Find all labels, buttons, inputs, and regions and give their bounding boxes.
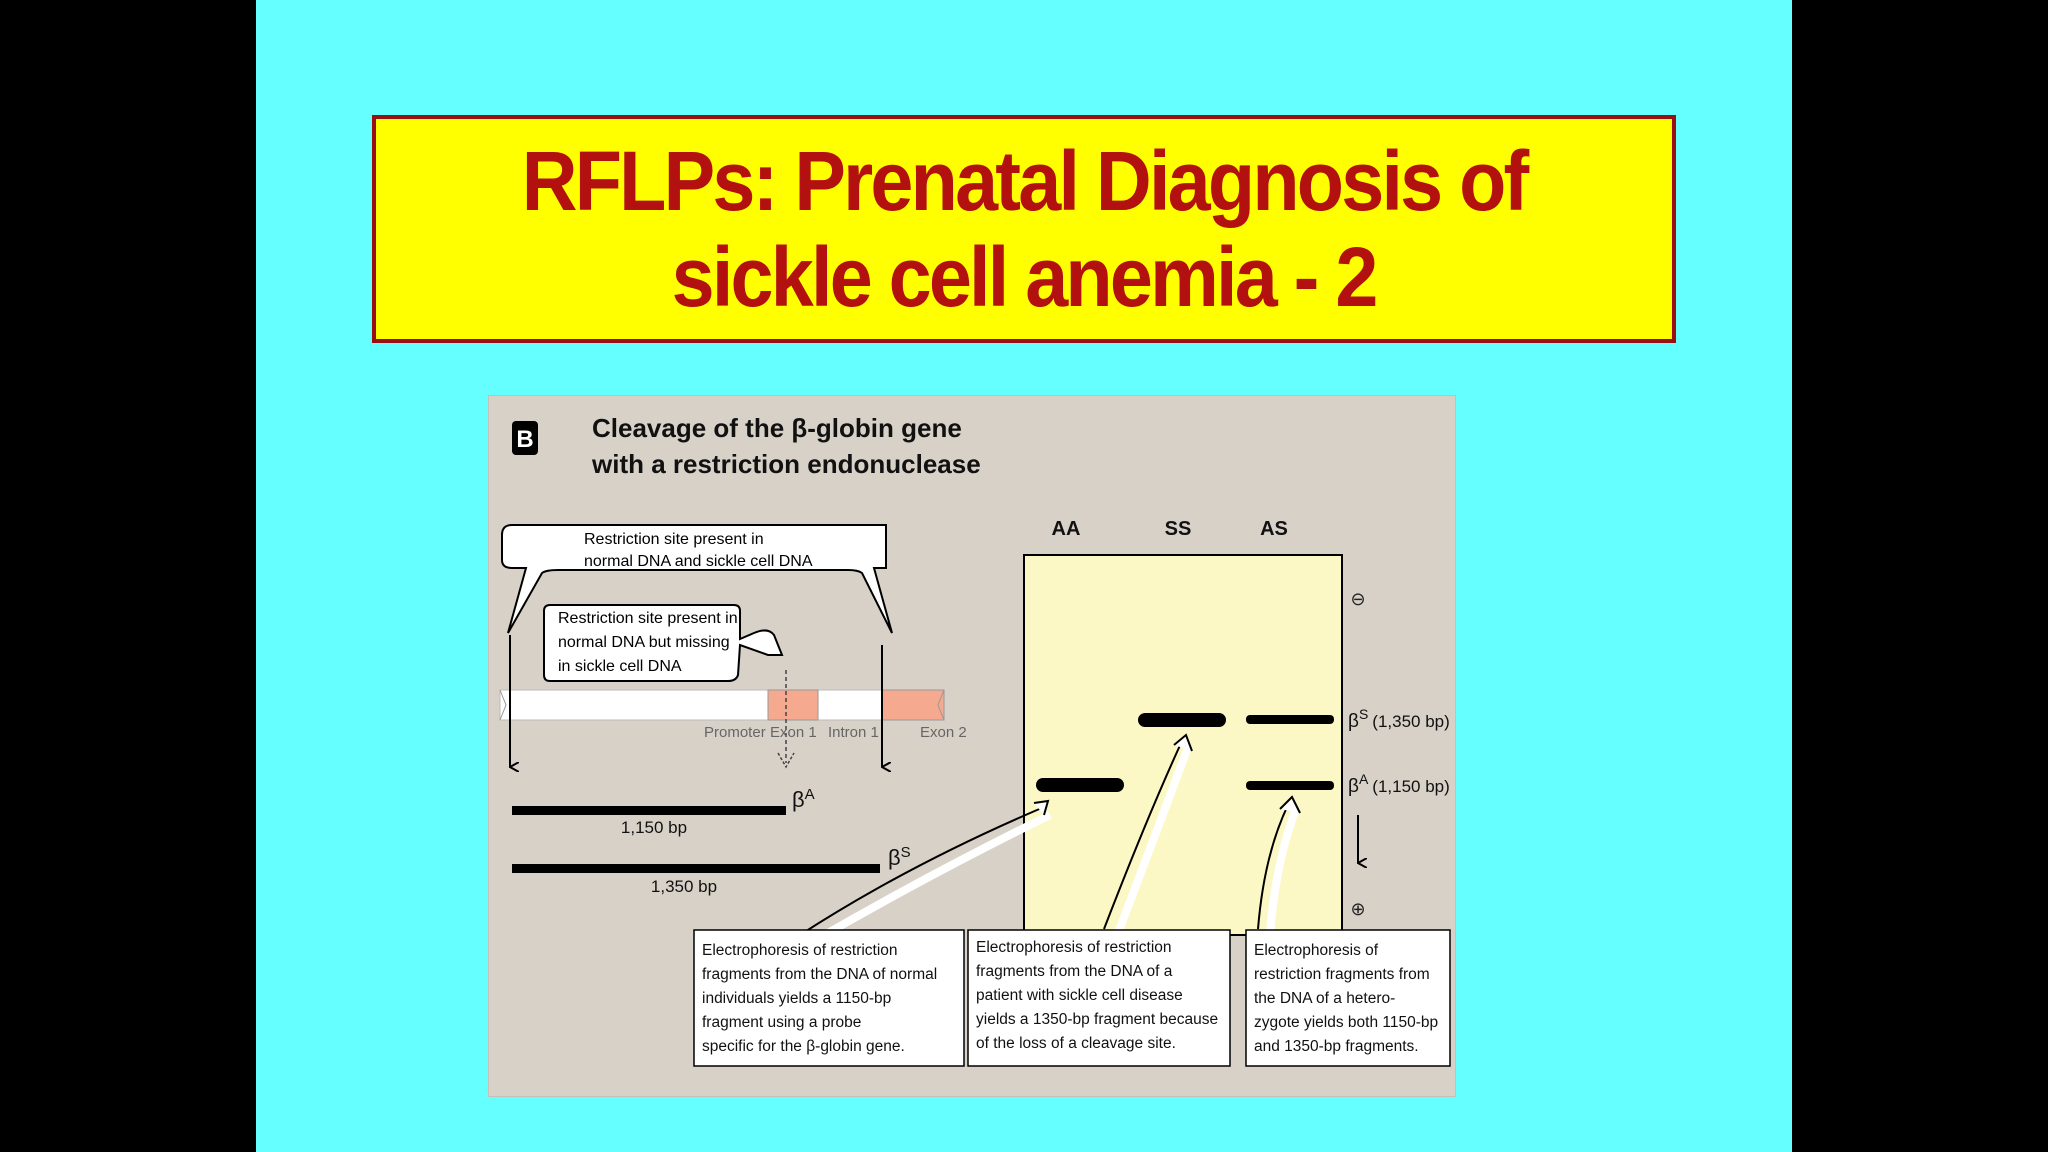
note-ss-line-1: Electrophoresis of restriction [976,939,1172,956]
title-line-2: sickle cell anemia - 2 [672,230,1379,324]
label-exon-2: Exon 2 [920,724,967,741]
band-aa-1150 [1036,778,1124,792]
note-as-line-2: restriction fragments from [1254,966,1430,983]
figure-heading-line-2: with a restriction endonuclease [591,449,981,479]
title-banner: RFLPs: Prenatal Diagnosis of sickle cell… [372,115,1676,343]
note-aa: Electrophoresis of restriction fragments… [693,799,1052,1067]
band-ss-1350 [1138,713,1226,727]
fragment-beta-s: βS 1,350 bp [512,844,911,896]
fragment-beta-s-bar [512,864,880,873]
label-intron-1: Intron 1 [828,724,879,741]
fragment-beta-a-length: 1,150 bp [621,818,687,837]
note-aa-line-2: fragments from the DNA of normal [702,966,937,983]
gel-minus-icon: ⊖ [1350,589,1365,609]
panel-letter: B [516,426,533,453]
callout-middle: Restriction site present in normal DNA b… [543,604,784,682]
exon-2 [881,689,945,721]
note-ss-line-5: of the loss of a cleavage site. [976,1035,1176,1052]
fragment-beta-s-symbol: βS [888,844,911,870]
note-ss-box [967,929,1231,1067]
band-as-1350 [1246,715,1334,724]
callout-middle-line-2: normal DNA but missing [558,634,730,651]
note-aa-line-4: fragment using a probe [702,1014,861,1031]
callout-middle-line-3: in sickle cell DNA [558,658,682,675]
note-ss-line-3: patient with sickle cell disease [976,987,1183,1004]
lane-label-ss: SS [1165,518,1192,540]
title-line-1: RFLPs: Prenatal Diagnosis of [521,134,1530,228]
gel-plus-icon: ⊕ [1350,899,1365,919]
fragment-beta-s-length: 1,350 bp [651,877,717,896]
fragment-beta-a-bar [512,806,786,815]
exon-1 [767,689,819,721]
note-as-line-1: Electrophoresis of [1254,942,1379,959]
rflp-figure: B Cleavage of the β-globin gene with a r… [487,394,1457,1098]
dna-strand [499,689,887,721]
callout-top-line-2: normal DNA and sickle cell DNA [584,553,813,570]
note-ss: Electrophoresis of restriction fragments… [967,733,1231,1067]
note-aa-line-3: individuals yields a 1150-bp [702,990,891,1007]
callout-top-line-1: Restriction site present in [584,531,764,548]
note-as: Electrophoresis of restriction fragments… [1245,795,1451,1067]
gel-label-beta-a: βA(1,150 bp) [1348,771,1450,797]
note-as-box [1245,929,1451,1067]
panel-letter-box [512,421,538,455]
note-aa-line-1: Electrophoresis of restriction [702,942,898,959]
fragment-beta-a-symbol: βA [792,786,815,812]
note-ss-line-2: fragments from the DNA of a [976,963,1173,980]
figure-heading-line-1: Cleavage of the β-globin gene [592,413,962,443]
note-aa-line-5: specific for the β-globin gene. [702,1038,905,1055]
label-exon-1: Exon 1 [770,724,817,741]
band-as-1150 [1246,781,1334,790]
note-as-line-5: and 1350-bp fragments. [1254,1038,1419,1055]
gel-label-beta-s: βS(1,350 bp) [1348,706,1450,732]
lane-label-aa: AA [1052,518,1081,540]
note-ss-line-4: yields a 1350-bp fragment because [976,1011,1218,1028]
beta-globin-gene: Promoter Exon 1 Intron 1 Exon 2 [499,670,967,769]
lane-label-as: AS [1260,518,1288,540]
note-as-line-3: the DNA of a hetero- [1254,990,1395,1007]
callout-top: Restriction site present in normal DNA a… [501,524,893,634]
callout-middle-line-1: Restriction site present in [558,610,738,627]
note-as-line-4: zygote yields both 1150-bp [1254,1014,1438,1031]
missing-site-arrow [777,752,795,769]
label-promoter: Promoter [704,724,766,741]
note-aa-box [693,929,965,1067]
fragment-beta-a: βA 1,150 bp [512,786,815,837]
